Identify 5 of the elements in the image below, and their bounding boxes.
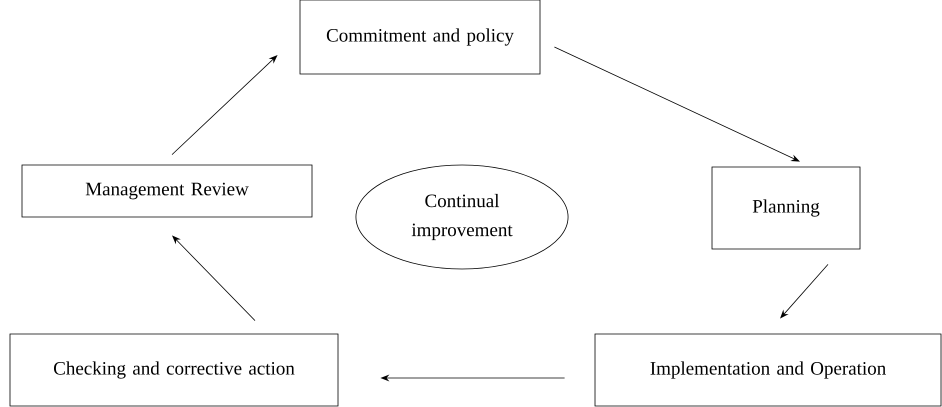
process-box: Checking and corrective action: [10, 334, 338, 406]
process-box: Commitment and policy: [300, 0, 540, 74]
process-box: Management Review: [22, 164, 312, 218]
process-box: Planning: [712, 166, 860, 250]
process-box: Implementation and Operation: [594, 334, 942, 406]
